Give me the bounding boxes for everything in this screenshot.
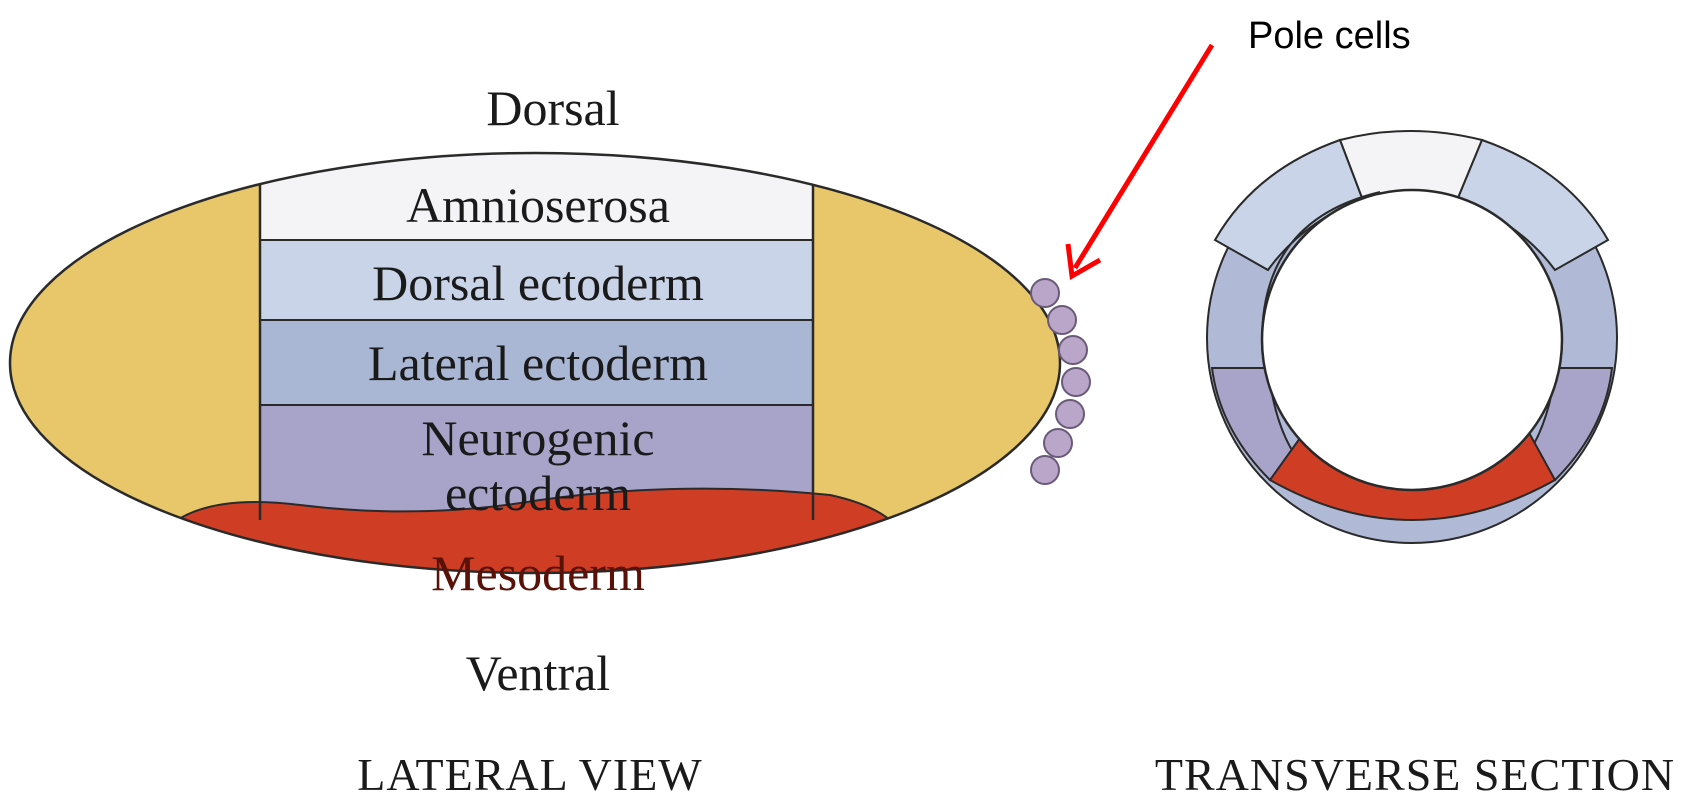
- transverse-section-ring: [1207, 131, 1617, 543]
- pole-cell: [1044, 429, 1072, 457]
- label-neurogenic: Neurogenic: [421, 410, 654, 466]
- label-dorsal-ectoderm: Dorsal ectoderm: [372, 255, 704, 311]
- pole-cell: [1048, 306, 1076, 334]
- ring-segment-amnioserosa: [1340, 131, 1482, 198]
- label-amnioserosa: Amnioserosa: [406, 177, 670, 233]
- arrow-shaft: [1075, 45, 1212, 268]
- ring-inner-hollow: [1262, 190, 1562, 490]
- pole-cell: [1062, 368, 1090, 396]
- label-mesoderm: Mesoderm: [431, 545, 645, 601]
- label-neurogenic-ectoderm: ectoderm: [445, 465, 631, 521]
- caption-lateral-view: LATERAL VIEW: [357, 749, 702, 800]
- caption-transverse-section: TRANSVERSE SECTION: [1155, 749, 1675, 800]
- pole-cell: [1031, 456, 1059, 484]
- pole-cell: [1031, 279, 1059, 307]
- pole-cell: [1059, 336, 1087, 364]
- label-pole-cells: Pole cells: [1248, 15, 1411, 57]
- label-lateral-ectoderm: Lateral ectoderm: [368, 335, 708, 391]
- pole-cell: [1056, 400, 1084, 428]
- pole-cells-arrow: [1068, 45, 1212, 276]
- label-ventral: Ventral: [466, 645, 610, 701]
- label-dorsal: Dorsal: [486, 80, 619, 136]
